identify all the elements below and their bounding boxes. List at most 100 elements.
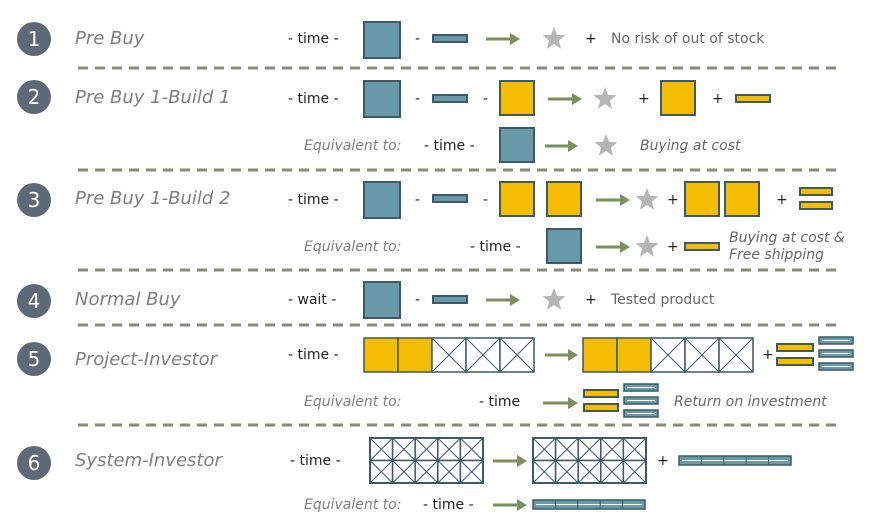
time-label-2: - time - bbox=[288, 91, 339, 107]
slot-cross bbox=[532, 460, 556, 484]
equivalent-label-6: Equivalent to: bbox=[304, 497, 402, 513]
minus-sign: - bbox=[483, 192, 489, 208]
slot-cross bbox=[437, 437, 461, 461]
arrow-head bbox=[572, 93, 582, 105]
plus-sign: + bbox=[667, 192, 679, 208]
slot-cross bbox=[369, 460, 393, 484]
step-number-4: 4 bbox=[17, 284, 51, 318]
step-number-5: 5 bbox=[17, 342, 51, 376]
equivalent-time-5: - time bbox=[479, 394, 521, 410]
star-icon bbox=[635, 235, 659, 257]
gold-bar bbox=[799, 187, 833, 196]
star-icon bbox=[635, 188, 659, 210]
step-title-6: System-Investor bbox=[75, 450, 222, 471]
wait-label-4: - wait - bbox=[288, 292, 337, 308]
plus-sign: + bbox=[585, 31, 597, 47]
product-box bbox=[363, 281, 401, 319]
step-title-3: Pre Buy 1-Build 2 bbox=[75, 188, 231, 209]
time-label-1: - time - bbox=[288, 31, 339, 47]
money-bar bbox=[432, 194, 468, 203]
arrow-head bbox=[510, 294, 520, 306]
step-title-2: Pre Buy 1-Build 1 bbox=[75, 87, 231, 108]
slot-cross bbox=[555, 437, 579, 461]
minus-sign: - bbox=[483, 91, 489, 107]
plus-sign: + bbox=[638, 91, 650, 107]
product-box bbox=[499, 127, 535, 163]
slot-cross bbox=[577, 460, 602, 484]
minus-sign: - bbox=[415, 292, 421, 308]
build-box bbox=[499, 181, 535, 217]
arrow-head bbox=[620, 194, 630, 206]
slot-cross bbox=[718, 337, 754, 373]
equivalent-time-3: - time - bbox=[470, 239, 521, 255]
slot-cross bbox=[437, 460, 461, 484]
slot-cross bbox=[600, 460, 624, 484]
step-number-3: 3 bbox=[17, 183, 51, 217]
minus-sign: - bbox=[415, 31, 421, 47]
minus-sign: - bbox=[415, 91, 421, 107]
plus-sign: + bbox=[776, 192, 788, 208]
gold-bar bbox=[776, 343, 814, 352]
arrow-head bbox=[517, 455, 527, 467]
star-icon bbox=[593, 87, 617, 109]
slot-cross bbox=[684, 337, 720, 373]
slot-cross bbox=[577, 437, 602, 461]
grid-outline bbox=[532, 437, 647, 484]
equivalent-note-2: Buying at cost bbox=[640, 138, 741, 154]
slot-cross bbox=[623, 437, 647, 461]
slot-cross bbox=[623, 460, 647, 484]
gold-bar bbox=[583, 403, 619, 412]
arrow-head bbox=[510, 33, 520, 45]
build-slot bbox=[616, 337, 652, 373]
product-box bbox=[546, 228, 582, 264]
build-box bbox=[660, 80, 696, 116]
step-number-6: 6 bbox=[17, 446, 51, 480]
equivalent-label-3: Equivalent to: bbox=[304, 239, 402, 255]
build-slot bbox=[397, 337, 433, 373]
time-label-3: - time - bbox=[288, 192, 339, 208]
product-box bbox=[363, 21, 401, 59]
gold-bar bbox=[776, 357, 814, 366]
equivalent-label-5: Equivalent to: bbox=[304, 394, 402, 410]
star-icon bbox=[542, 27, 566, 49]
benefit-text-4: Tested product bbox=[611, 292, 715, 308]
slot-cross bbox=[600, 437, 624, 461]
product-box bbox=[363, 80, 401, 118]
grid-outline bbox=[369, 437, 484, 484]
gold-bar bbox=[799, 201, 833, 210]
equivalent-note-3b: Free shipping bbox=[729, 247, 824, 263]
build-box bbox=[724, 181, 760, 217]
equivalent-note-3a: Buying at cost & bbox=[729, 230, 845, 246]
step-title-5: Project-Investor bbox=[75, 349, 218, 370]
arrow-head bbox=[517, 499, 527, 511]
time-label-5: - time - bbox=[288, 347, 339, 363]
build-slot bbox=[582, 337, 618, 373]
product-box bbox=[363, 181, 401, 219]
slot-cross bbox=[499, 337, 535, 373]
star-icon bbox=[542, 288, 566, 310]
equivalent-time-6: - time - bbox=[423, 497, 474, 513]
benefit-text-1: No risk of out of stock bbox=[611, 31, 765, 47]
slot-cross bbox=[460, 437, 484, 461]
plus-sign: + bbox=[657, 453, 669, 469]
slot-cross bbox=[431, 337, 467, 373]
equivalent-time-2: - time - bbox=[424, 138, 475, 154]
arrow-head bbox=[620, 241, 630, 253]
time-label-6: - time - bbox=[290, 453, 341, 469]
step-title-1: Pre Buy bbox=[75, 28, 145, 49]
slot-cross bbox=[460, 460, 484, 484]
minus-sign: - bbox=[415, 192, 421, 208]
plus-sign: + bbox=[712, 91, 724, 107]
arrow-head bbox=[568, 140, 578, 152]
slot-cross bbox=[414, 460, 439, 484]
slot-cross bbox=[414, 437, 439, 461]
step-title-4: Normal Buy bbox=[75, 289, 181, 310]
build-box bbox=[499, 80, 535, 116]
step-number-1: 1 bbox=[17, 22, 51, 56]
plus-sign: + bbox=[762, 347, 774, 363]
build-box bbox=[684, 181, 720, 217]
build-slot bbox=[363, 337, 399, 373]
arrow-head bbox=[568, 397, 578, 409]
equivalent-label-2: Equivalent to: bbox=[304, 138, 402, 154]
